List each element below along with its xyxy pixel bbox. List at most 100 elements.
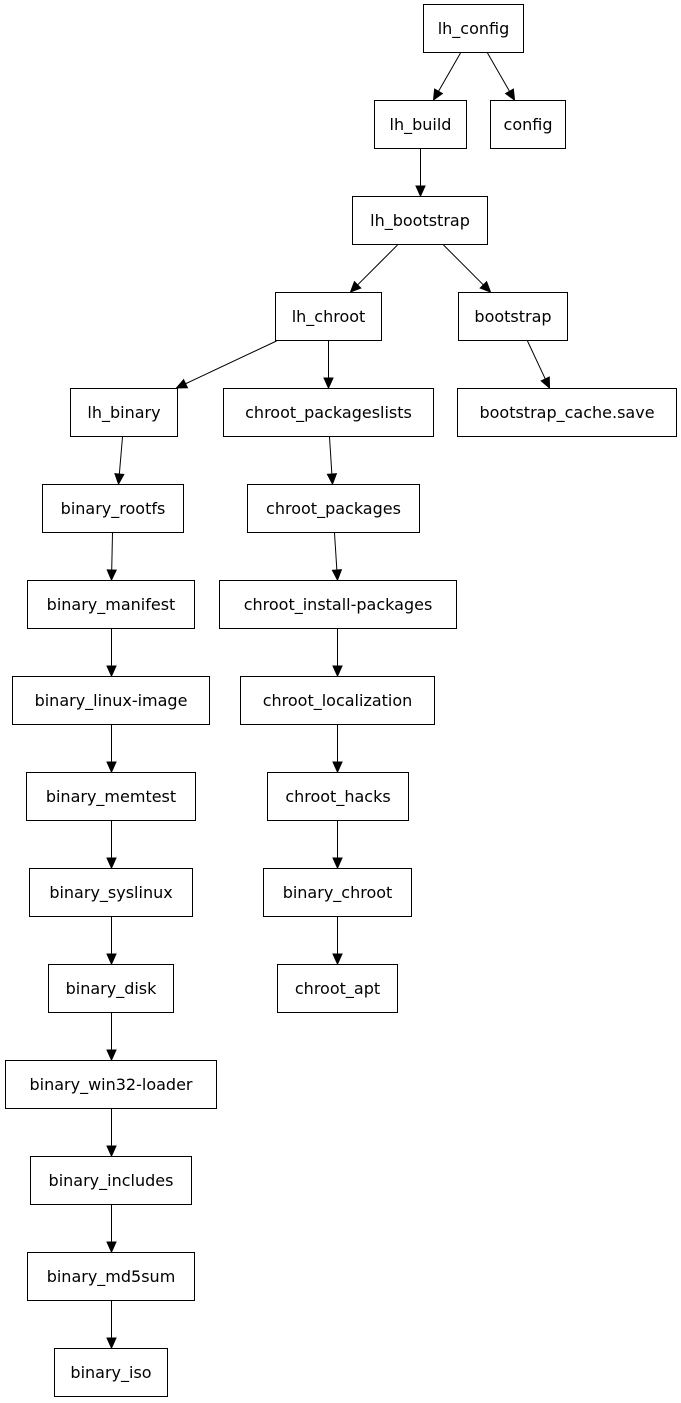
node-label: binary_rootfs <box>61 499 166 519</box>
edge-chroot-install-packages-to-chroot-localization <box>332 629 343 678</box>
node-box <box>219 580 457 629</box>
edges-layer <box>106 52 551 1350</box>
arrowhead-icon <box>332 953 343 966</box>
edge-lh-build-to-lh-bootstrap <box>415 149 426 198</box>
edge-binary-syslinux-to-binary-disk <box>106 917 117 966</box>
edge-lh-config-to-config <box>487 52 516 102</box>
node-box <box>374 100 467 149</box>
node-config: config <box>490 100 566 149</box>
node-label: binary_win32-loader <box>29 1075 192 1095</box>
node-chroot-packages: chroot_packages <box>247 484 420 533</box>
node-binary-manifest: binary_manifest <box>27 580 195 629</box>
arrowhead-icon <box>106 665 117 678</box>
edge-binary-disk-to-binary-win32-loader <box>106 1013 117 1062</box>
node-label: binary_manifest <box>47 595 176 615</box>
node-box <box>247 484 420 533</box>
node-box <box>240 676 435 725</box>
node-bootstrap: bootstrap <box>458 292 568 341</box>
edge-lh-bootstrap-to-lh-chroot <box>349 244 398 293</box>
node-label: bootstrap_cache.save <box>479 403 654 423</box>
node-binary-memtest: binary_memtest <box>26 772 196 821</box>
node-label: bootstrap <box>474 307 551 326</box>
node-box <box>42 484 184 533</box>
node-label: chroot_localization <box>263 691 413 711</box>
arrowhead-icon <box>106 1337 117 1350</box>
arrowhead-icon <box>106 569 117 582</box>
node-label: binary_memtest <box>46 787 176 807</box>
node-box <box>267 772 409 821</box>
edge-chroot-hacks-to-binary-chroot <box>332 821 343 870</box>
arrowhead-icon <box>114 473 125 486</box>
arrowhead-icon <box>326 473 338 486</box>
node-chroot-apt: chroot_apt <box>277 964 398 1013</box>
edge-line <box>357 244 398 286</box>
arrowhead-icon <box>540 376 551 390</box>
node-label: binary_linux-image <box>35 691 188 711</box>
edge-chroot-packageslists-to-chroot-packages <box>326 436 338 486</box>
node-box <box>12 676 210 725</box>
node-label: binary_disk <box>66 979 158 999</box>
node-label: chroot_apt <box>295 979 380 999</box>
arrowhead-icon <box>331 569 343 582</box>
edge-bootstrap-to-bootstrap-cache-save <box>527 340 551 390</box>
arrowhead-icon <box>106 953 117 966</box>
node-box <box>5 1060 217 1109</box>
arrowhead-icon <box>479 280 492 293</box>
node-label: binary_chroot <box>283 883 393 903</box>
node-bootstrap-cache-save: bootstrap_cache.save <box>457 388 677 437</box>
node-lh-bootstrap: lh_bootstrap <box>352 196 488 245</box>
node-lh-config: lh_config <box>423 4 524 53</box>
node-binary-chroot: binary_chroot <box>263 868 412 917</box>
node-chroot-hacks: chroot_hacks <box>267 772 409 821</box>
arrowhead-icon <box>106 1145 117 1158</box>
node-chroot-localization: chroot_localization <box>240 676 435 725</box>
edge-line <box>438 52 461 92</box>
edge-binary-rootfs-to-binary-manifest <box>106 532 117 582</box>
node-label: lh_bootstrap <box>370 211 470 231</box>
node-binary-disk: binary_disk <box>48 964 174 1013</box>
node-binary-win32-loader: binary_win32-loader <box>5 1060 217 1109</box>
node-label: lh_binary <box>87 403 160 423</box>
node-box <box>27 1252 195 1301</box>
arrowhead-icon <box>323 377 334 390</box>
arrowhead-icon <box>332 665 343 678</box>
node-lh-chroot: lh_chroot <box>275 292 382 341</box>
edge-binary-md5sum-to-binary-iso <box>106 1301 117 1350</box>
node-label: lh_chroot <box>292 307 366 327</box>
node-binary-iso: binary_iso <box>54 1348 168 1397</box>
node-box <box>457 388 677 437</box>
node-box <box>352 196 488 245</box>
edge-line <box>527 340 546 380</box>
node-label: config <box>504 115 553 134</box>
node-box <box>29 868 193 917</box>
edge-lh-bootstrap-to-bootstrap <box>443 244 492 293</box>
edge-binary-chroot-to-chroot-apt <box>332 917 343 966</box>
arrowhead-icon <box>175 378 189 389</box>
node-box <box>70 388 178 437</box>
arrowhead-icon <box>106 857 117 870</box>
node-box <box>223 388 434 437</box>
node-label: chroot_install-packages <box>244 595 433 615</box>
node-box <box>30 1156 192 1205</box>
node-label: binary_syslinux <box>49 883 172 903</box>
node-binary-linux-image: binary_linux-image <box>12 676 210 725</box>
node-box <box>263 868 412 917</box>
node-box <box>423 4 524 53</box>
node-label: binary_iso <box>70 1363 151 1383</box>
edge-line <box>118 436 123 475</box>
edge-line <box>487 52 510 92</box>
node-chroot-install-packages: chroot_install-packages <box>219 580 457 629</box>
arrowhead-icon <box>349 280 362 293</box>
node-label: chroot_hacks <box>285 787 390 807</box>
arrowhead-icon <box>332 761 343 774</box>
arrowhead-icon <box>415 185 426 198</box>
node-chroot-packageslists: chroot_packageslists <box>223 388 434 437</box>
node-label: chroot_packages <box>266 499 401 519</box>
node-binary-md5sum: binary_md5sum <box>27 1252 195 1301</box>
edge-binary-win32-loader-to-binary-includes <box>106 1109 117 1158</box>
arrowhead-icon <box>332 857 343 870</box>
node-label: lh_build <box>390 115 452 135</box>
edge-binary-linux-image-to-binary-memtest <box>106 725 117 774</box>
edge-lh-binary-to-binary-rootfs <box>114 436 125 486</box>
